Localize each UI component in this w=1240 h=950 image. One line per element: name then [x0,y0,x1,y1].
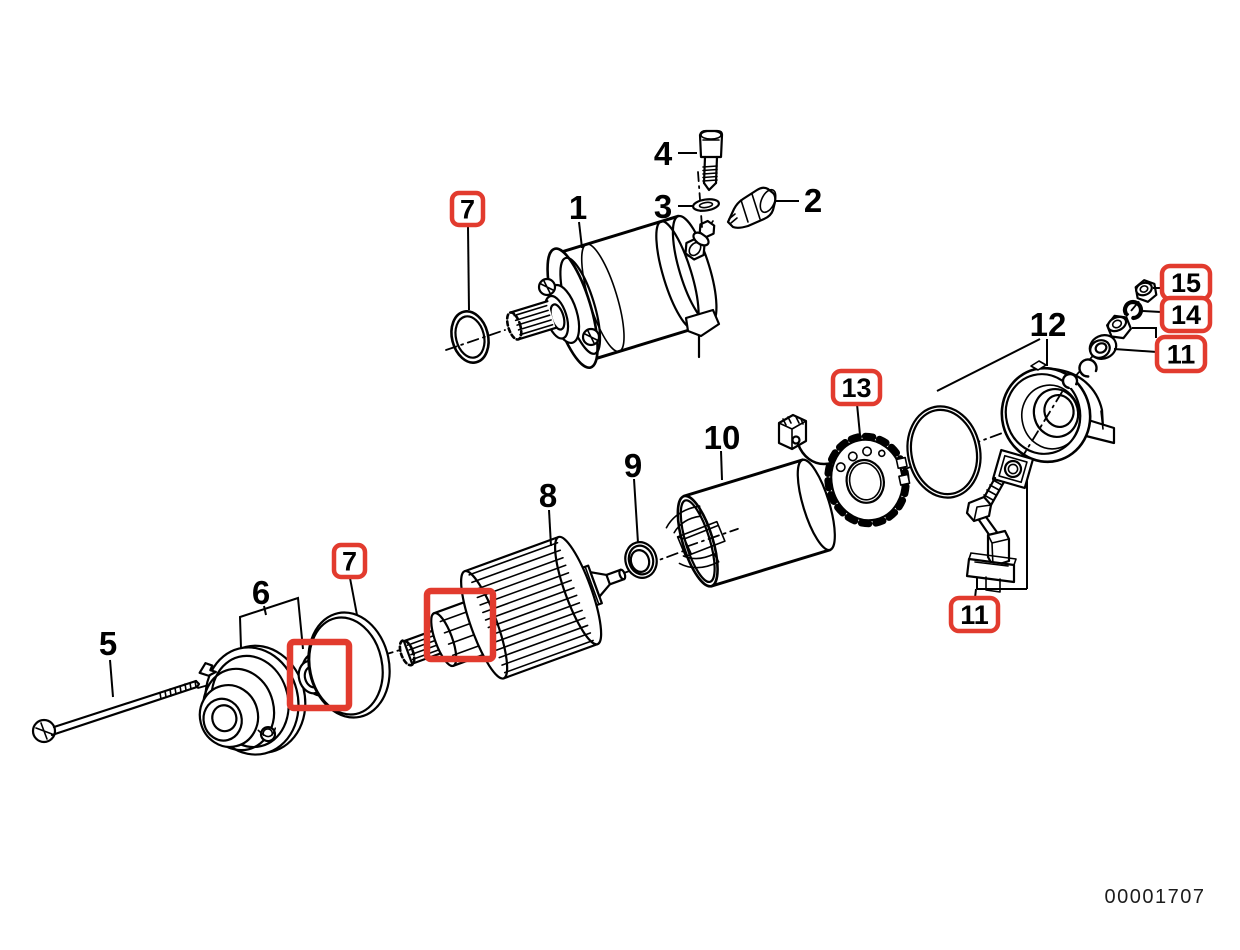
callout-6[interactable]: 6 [252,574,270,611]
part-13-brush-lead [777,413,843,466]
part-2-protective-cap [726,186,777,229]
callout-4-label[interactable]: 4 [654,135,673,172]
highlight-box-armature-shaft [423,587,497,663]
callout-7-box[interactable] [449,190,486,228]
callout-5[interactable]: 5 [99,625,117,662]
part-8-armature [398,535,627,680]
callout-5-label[interactable]: 5 [99,625,117,662]
part-5-through-bolt [31,679,201,744]
callout-11-boxed-bottom[interactable]: 11 [948,595,1001,634]
callout-2-label[interactable]: 2 [804,182,822,219]
callout-3-label[interactable]: 3 [654,188,672,225]
callout-11-label[interactable]: 11 [960,600,989,630]
axis-line [697,171,703,228]
callout-7-label[interactable]: 7 [342,547,357,577]
callout-11-box[interactable] [948,595,1001,634]
callout-7-box[interactable] [331,542,368,580]
callouts: 1 2 3 4 5 6 8 9 10 12 7 [99,135,1213,662]
diagram-line-art [31,129,1158,756]
callout-7-boxed-mid[interactable]: 7 [331,542,368,580]
callout-9[interactable]: 9 [624,447,642,484]
part-4-bolt [698,129,724,192]
part-6-drive-housing [198,644,307,756]
part-11-washer [1088,334,1118,360]
highlight-box-bushing [286,638,353,712]
callout-3[interactable]: 3 [654,188,672,225]
callout-14-label[interactable]: 14 [1171,300,1201,330]
callout-14-boxed[interactable]: 14 [1159,295,1213,334]
part-11-nut [1106,314,1132,340]
callout-13-label[interactable]: 13 [841,373,871,403]
callout-4[interactable]: 4 [654,135,673,172]
callout-1-label[interactable]: 1 [569,189,587,226]
callout-11-box[interactable] [1154,334,1208,374]
callout-13-box[interactable] [830,368,883,407]
axis-line [1020,391,1063,460]
callout-7-label[interactable]: 7 [460,195,475,225]
part-chain-small-hardware [1078,279,1158,378]
callout-11-boxed-right[interactable]: 11 [1154,334,1208,374]
callout-8-label[interactable]: 8 [539,477,557,514]
screw-heads [537,277,601,347]
part-7-o-ring [445,310,506,364]
doc-number: 00001707 [1105,886,1206,908]
callout-6-label[interactable]: 6 [252,574,270,611]
callout-10[interactable]: 10 [704,419,741,456]
part-12-gasket-ring [906,405,982,499]
part-13-brush-plate [824,432,911,528]
solenoid-terminal-stud [684,219,716,261]
callout-13-boxed[interactable]: 13 [830,368,883,407]
callout-7-boxed-top[interactable]: 7 [449,190,486,228]
part-10-field-housing [665,458,836,588]
part-14-lock-washer [1122,299,1144,321]
callout-12-label[interactable]: 12 [1030,306,1067,343]
callout-10-label[interactable]: 10 [704,419,741,456]
callout-11-label[interactable]: 11 [1167,340,1196,370]
callout-1[interactable]: 1 [569,189,587,226]
callout-2[interactable]: 2 [804,182,822,219]
callout-12[interactable]: 12 [1030,306,1067,343]
part-1-starter-motor [505,214,721,369]
callout-8[interactable]: 8 [539,477,557,514]
part-9-washer [624,541,658,579]
callout-9-label[interactable]: 9 [624,447,642,484]
part-15-nut [1134,279,1158,303]
part-11-brush-assembly [965,448,1035,593]
callout-14-box[interactable] [1159,295,1213,334]
part-3-washer [692,198,720,212]
callout-15-label[interactable]: 15 [1171,268,1201,298]
leader-lines [109,152,1162,698]
callout-15-boxed[interactable]: 15 [1159,263,1213,302]
